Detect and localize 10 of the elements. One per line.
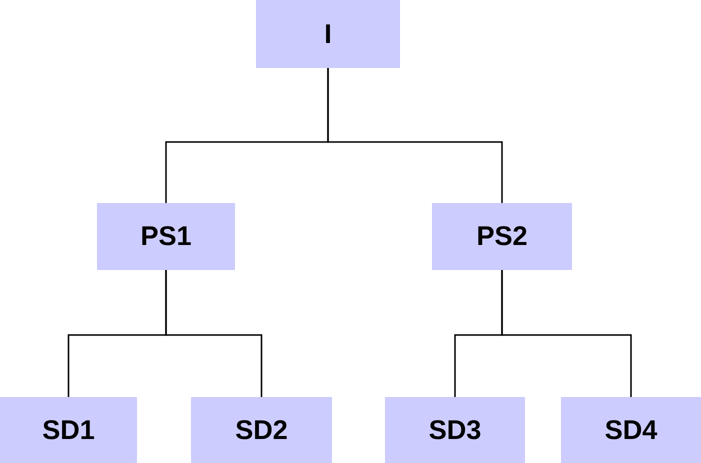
- tree-node-box: PS1: [97, 203, 235, 270]
- tree-node-box: SD3: [385, 397, 525, 463]
- connector-line: [327, 68, 503, 203]
- tree-node-box: I: [256, 0, 400, 68]
- tree-node-box: SD2: [191, 397, 332, 463]
- tree-node-box: SD4: [561, 397, 701, 463]
- connector-line: [165, 270, 262, 397]
- tree-node-box: SD1: [0, 397, 137, 463]
- tree-node-box: PS2: [432, 203, 572, 270]
- connector-line: [501, 270, 632, 397]
